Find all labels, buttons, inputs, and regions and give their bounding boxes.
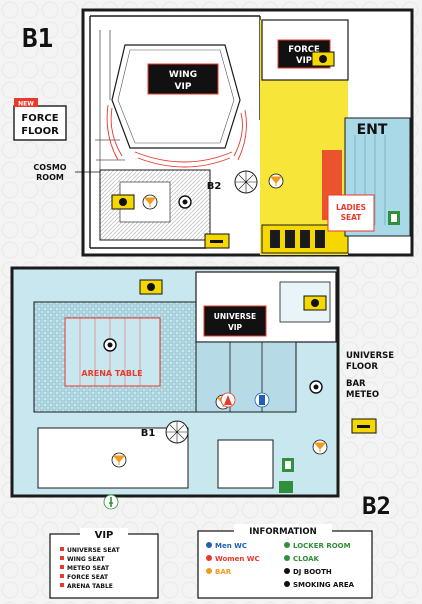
info-legend: INFORMATION Men WC LOCKER ROOM Women WC CLO… [197, 524, 373, 599]
vip-legend-item: WING SEAT [67, 556, 105, 563]
key-icon [284, 542, 290, 548]
cocktail-icon [142, 194, 158, 210]
vip-legend-item: FORCE SEAT [67, 574, 109, 581]
man-icon [254, 392, 270, 408]
svg-text:FLOOR: FLOOR [346, 362, 378, 372]
svg-text:FLOOR: FLOOR [21, 126, 59, 137]
info-legend-item: BAR [215, 568, 232, 576]
info-legend-item: SMOKING AREA [293, 581, 355, 589]
cocktail-icon [312, 439, 328, 455]
cosmo-room-label: COSMO ROOM [33, 163, 100, 182]
svg-text:BAR: BAR [346, 379, 366, 389]
dj-icon [311, 51, 335, 67]
info-legend-item: LOCKER ROOM [293, 542, 351, 550]
vip-legend-item: ARENA TABLE [67, 583, 113, 590]
vip-legend-swatch [60, 583, 64, 587]
svg-text:UNIVERSE: UNIVERSE [214, 312, 256, 321]
vip-legend: VIP UNIVERSE SEAT WING SEAT METEO SEAT FORC… [49, 528, 159, 599]
cocktail-icon [206, 568, 212, 574]
info-legend-item: CLOAK [293, 555, 320, 563]
cocktail-icon [268, 173, 284, 189]
cloak-icon [279, 481, 293, 493]
svg-text:SEAT: SEAT [341, 213, 363, 222]
wing-stage [111, 44, 241, 149]
cloak-icon [284, 555, 290, 561]
floor-b1 [81, 8, 414, 257]
ladies-seat-label: LADIES SEAT [336, 203, 366, 222]
woman-icon [220, 392, 236, 408]
universe-vip-block: UNIVERSE VIP [203, 305, 267, 337]
key-icon [103, 494, 119, 510]
svg-text:VIP: VIP [228, 323, 243, 332]
stair-b2-label: B2 [207, 181, 222, 192]
dj-icon [284, 568, 290, 574]
woman-icon [206, 555, 212, 561]
cocktail-icon [111, 452, 127, 468]
svg-text:ROOM: ROOM [36, 173, 64, 182]
svg-text:COSMO: COSMO [33, 163, 66, 172]
stair-b1-label: B1 [141, 428, 156, 439]
vip-legend-item: METEO SEAT [67, 565, 110, 572]
wc-block [195, 341, 297, 413]
dj-booth-marker-icon [103, 338, 117, 352]
vip-legend-swatch [60, 574, 64, 578]
smoking-icon [204, 233, 230, 249]
svg-text:NEW: NEW [18, 101, 34, 108]
ladies-seat-box [327, 194, 375, 232]
ent-label: ENT [357, 122, 388, 138]
smoking-icon [284, 581, 290, 587]
universe-floor-label: UNIVERSE FLOOR [346, 351, 394, 372]
force-floor-tag: NEW FORCE FLOOR [13, 98, 67, 141]
wing-vip-block: WING VIP [147, 63, 219, 95]
arena-table-label: ARENA TABLE [81, 369, 142, 378]
svg-text:B2: B2 [362, 492, 391, 520]
man-icon [206, 542, 212, 548]
b2-floor-label: B2 [362, 492, 391, 520]
dj-icon [303, 295, 327, 311]
svg-text:UNIVERSE: UNIVERSE [346, 351, 394, 361]
svg-text:INFORMATION: INFORMATION [249, 527, 317, 537]
info-legend-item: Men WC [215, 542, 247, 550]
dj-icon [139, 279, 163, 295]
bar-meteo-label: BAR METEO [346, 379, 379, 400]
vip-legend-item: UNIVERSE SEAT [67, 547, 121, 554]
wing-seats [106, 104, 247, 168]
dj-booth-marker-icon [309, 380, 323, 394]
dj-icon [111, 194, 135, 210]
svg-text:VIP: VIP [296, 56, 312, 66]
b1-floor-label: B1 [22, 24, 53, 54]
exit-icon [282, 458, 294, 472]
smoking-icon [351, 418, 377, 434]
svg-text:FORCE: FORCE [21, 113, 58, 124]
vip-legend-swatch [60, 556, 64, 560]
svg-text:LADIES: LADIES [336, 203, 366, 212]
svg-text:B1: B1 [22, 24, 53, 54]
svg-text:WING: WING [169, 70, 197, 80]
svg-text:METEO: METEO [346, 390, 379, 400]
exit-icon [388, 211, 400, 225]
svg-text:VIP: VIP [175, 82, 192, 92]
dj-booth-marker-icon [178, 195, 192, 209]
vip-legend-swatch [60, 565, 64, 569]
svg-text:FORCE: FORCE [288, 45, 320, 55]
svg-text:VIP: VIP [95, 530, 114, 541]
info-legend-item: DJ BOOTH [293, 568, 332, 576]
vip-legend-swatch [60, 547, 64, 551]
info-legend-item: Women WC [215, 555, 260, 563]
